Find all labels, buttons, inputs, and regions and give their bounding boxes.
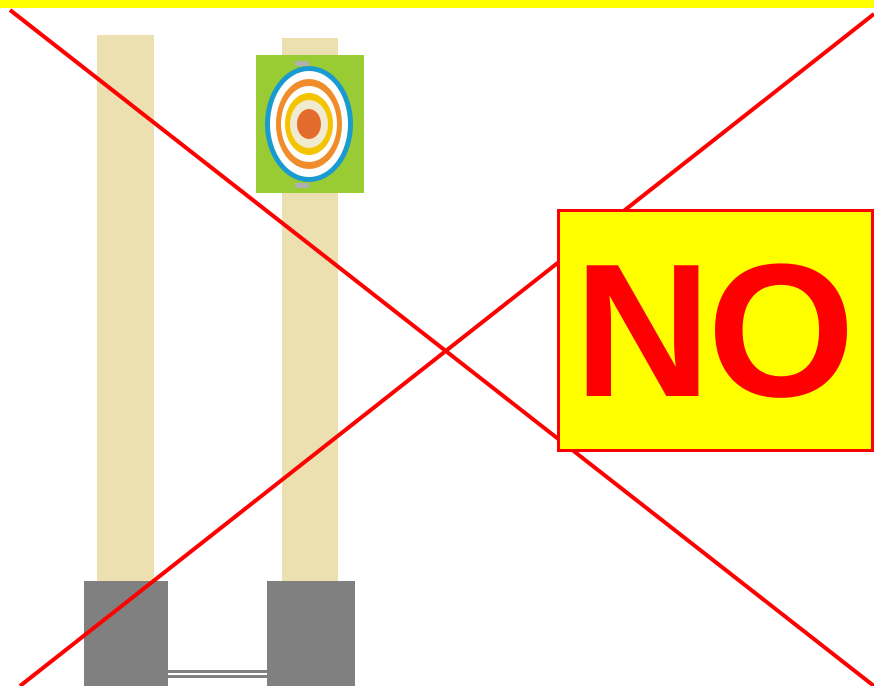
no-sign: NO [557,209,874,452]
no-sign-text: NO [574,236,851,426]
